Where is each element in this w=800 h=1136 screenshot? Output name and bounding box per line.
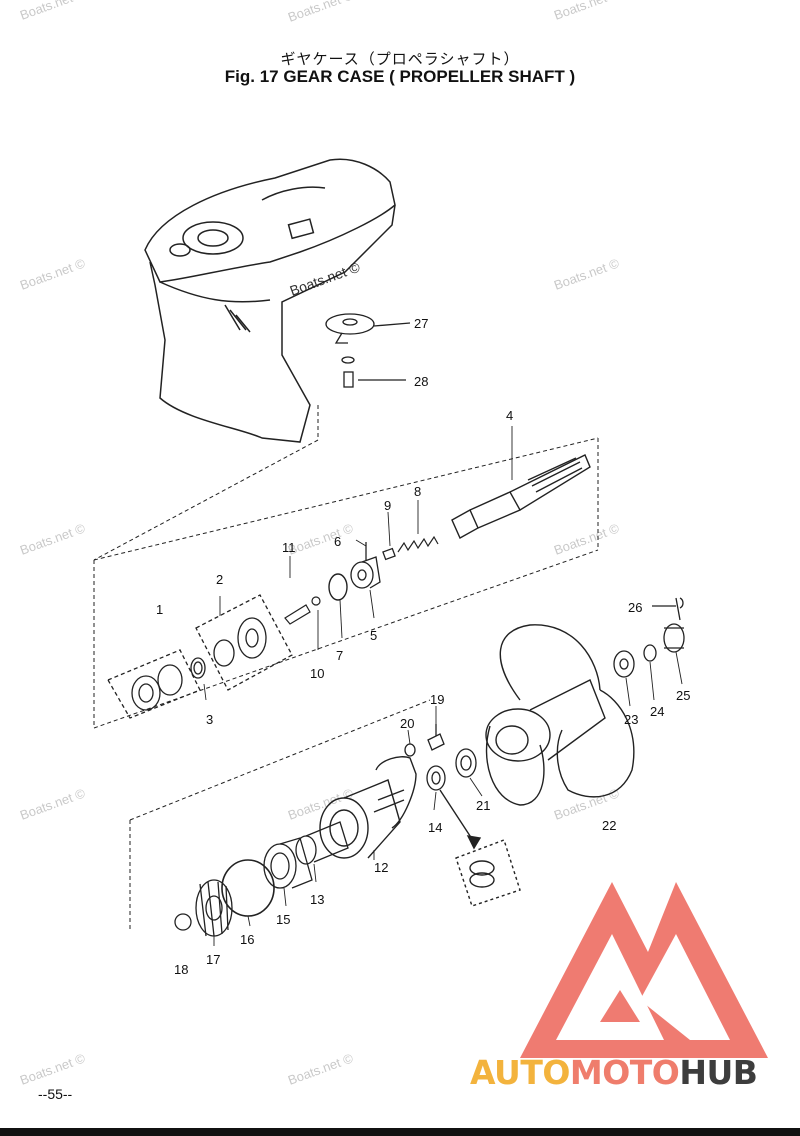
brand-moto: MOTO bbox=[569, 1053, 680, 1092]
page-number: --55-- bbox=[38, 1086, 73, 1102]
part-20-o-ring bbox=[404, 743, 416, 757]
part-label-9: 9 bbox=[384, 498, 391, 513]
part-label-12: 12 bbox=[374, 860, 388, 875]
part-3-washer bbox=[190, 657, 206, 679]
bottom-edge-bar bbox=[0, 1128, 800, 1136]
part-6-pin bbox=[365, 542, 396, 561]
part-label-17: 17 bbox=[206, 952, 220, 967]
part-5-clutch bbox=[350, 556, 381, 589]
part-22-propeller bbox=[485, 624, 635, 806]
watermark: Boats.net © bbox=[18, 255, 88, 293]
part-25-nut bbox=[663, 623, 685, 653]
watermark: Boats.net © bbox=[18, 1050, 88, 1088]
part-label-18: 18 bbox=[174, 962, 188, 977]
part-19-bolt bbox=[427, 724, 445, 751]
automotohub-wordmark: AUTOMOTOHUB bbox=[470, 1053, 758, 1092]
part-label-27: 27 bbox=[414, 316, 428, 331]
part-label-13: 13 bbox=[310, 892, 324, 907]
part-15-bearing bbox=[263, 837, 313, 889]
part-27-anode bbox=[325, 313, 411, 344]
gear-case-housing bbox=[144, 158, 396, 443]
part-2-reverse-gear bbox=[195, 594, 293, 691]
part-label-20: 20 bbox=[400, 716, 414, 731]
part-label-19: 19 bbox=[430, 692, 444, 707]
part-24-washer bbox=[643, 644, 657, 662]
part-label-21: 21 bbox=[476, 798, 490, 813]
part-label-15: 15 bbox=[276, 912, 290, 927]
brand-auto: AUTO bbox=[470, 1053, 570, 1092]
part-label-7: 7 bbox=[336, 648, 343, 663]
watermark: Boats.net © bbox=[286, 520, 356, 558]
watermark: Boats.net © bbox=[286, 785, 356, 823]
watermark: Boats.net © bbox=[286, 1050, 356, 1088]
explode-guidelines bbox=[93, 405, 599, 930]
part-label-10: 10 bbox=[310, 666, 324, 681]
part-label-14: 14 bbox=[428, 820, 442, 835]
part-label-28: 28 bbox=[414, 374, 428, 389]
watermark: Boats.net © bbox=[286, 0, 356, 25]
part-label-8: 8 bbox=[414, 484, 421, 499]
watermark: Boats.net © bbox=[552, 520, 622, 558]
leader-lines bbox=[203, 426, 683, 946]
part-label-4: 4 bbox=[506, 408, 513, 423]
part-number-labels: 1 2 3 4 5 6 7 8 9 10 11 12 13 14 15 16 1… bbox=[156, 316, 690, 977]
automotohub-logo-icon bbox=[520, 882, 768, 1058]
part-label-6: 6 bbox=[334, 534, 341, 549]
brand-hub: HUB bbox=[679, 1053, 758, 1092]
seal-detail-arrow bbox=[439, 789, 521, 907]
part-label-23: 23 bbox=[624, 712, 638, 727]
part-label-16: 16 bbox=[240, 932, 254, 947]
part-23-spacer bbox=[613, 650, 635, 678]
part-7-ring bbox=[328, 573, 348, 601]
part-label-25: 25 bbox=[676, 688, 690, 703]
part-13-needle-bearing bbox=[295, 821, 349, 865]
title-japanese: ギヤケース（プロペラシャフト） bbox=[280, 50, 520, 68]
part-label-5: 5 bbox=[370, 628, 377, 643]
part-16-o-ring bbox=[221, 859, 275, 917]
part-12-bearing-housing bbox=[319, 756, 417, 859]
part-28-bolt bbox=[341, 356, 406, 388]
part-10-ball bbox=[284, 596, 321, 625]
title-english: Fig. 17 GEAR CASE ( PROPELLER SHAFT ) bbox=[224, 67, 576, 86]
watermark: Boats.net © bbox=[552, 0, 622, 23]
part-14-oil-seal bbox=[426, 765, 446, 791]
part-label-26: 26 bbox=[628, 600, 642, 615]
part-8-spring bbox=[397, 535, 439, 553]
part-17-forward-gear bbox=[195, 879, 233, 937]
part-label-1: 1 bbox=[156, 602, 163, 617]
watermark: Boats.net © bbox=[18, 0, 88, 23]
part-label-2: 2 bbox=[216, 572, 223, 587]
part-4-propeller-shaft bbox=[451, 454, 591, 539]
part-26-cotter-pin bbox=[652, 597, 684, 621]
part-label-22: 22 bbox=[602, 818, 616, 833]
watermark-featured: Boats.net © bbox=[288, 258, 363, 298]
watermark: Boats.net © bbox=[18, 520, 88, 558]
part-label-3: 3 bbox=[206, 712, 213, 727]
part-label-24: 24 bbox=[650, 704, 664, 719]
part-1-bearing-set bbox=[107, 649, 201, 719]
part-18-washer bbox=[174, 913, 192, 931]
watermark: Boats.net © bbox=[552, 255, 622, 293]
part-21-thrust-washer bbox=[455, 748, 477, 778]
watermark: Boats.net © bbox=[18, 785, 88, 823]
part-label-11: 11 bbox=[282, 540, 296, 555]
